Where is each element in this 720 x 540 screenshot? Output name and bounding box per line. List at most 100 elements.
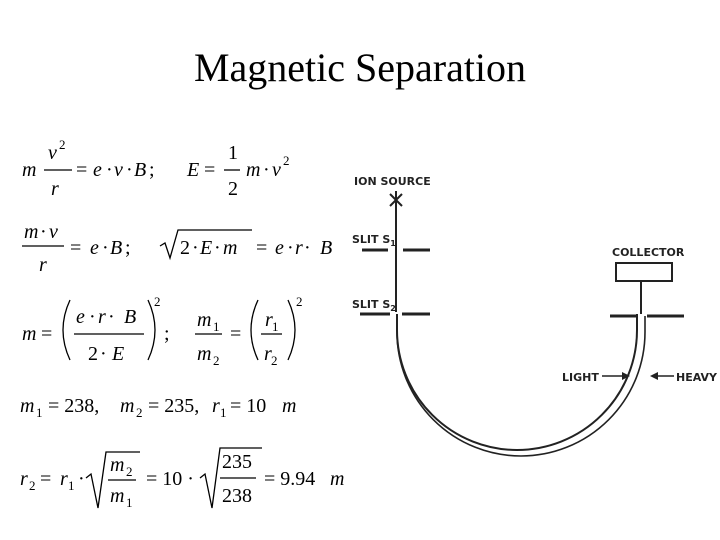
svg-text:1: 1 — [220, 405, 227, 420]
svg-text:1: 1 — [126, 495, 133, 510]
slit1-label: SLIT S1 — [352, 233, 396, 248]
svg-text:m: m — [197, 309, 211, 331]
svg-text:2: 2 — [180, 237, 190, 259]
svg-text:·: · — [102, 237, 109, 259]
svg-text:r: r — [39, 254, 47, 276]
svg-text:m: m — [282, 395, 296, 417]
svg-text:r: r — [51, 178, 59, 200]
equation-force-balance: m v 2 r = e · v · B ; E = 1 2 m · v 2 — [22, 137, 290, 200]
equation-momentum: m · v r = e · B ; 2 · E · m = e · r · B — [22, 221, 332, 276]
svg-text:·: · — [263, 159, 270, 181]
svg-text:·: · — [89, 306, 96, 328]
svg-text:= 9.94: = 9.94 — [264, 468, 315, 490]
svg-text:;: ; — [125, 237, 131, 259]
equation-values: m 1 = 238, m 2 = 235, r 1 = 10 m — [20, 395, 296, 420]
svg-text:v: v — [114, 159, 123, 181]
svg-text:=: = — [256, 237, 267, 259]
svg-text:1: 1 — [228, 142, 238, 164]
equation-result: r 2 = r 1 · m 2 m 1 = 10 · 235 238 = 9.9… — [20, 447, 344, 510]
ion-source-label: ION SOURCE — [354, 175, 431, 188]
svg-text:238: 238 — [222, 485, 252, 507]
svg-text:= 238,: = 238, — [48, 395, 99, 417]
svg-text:2: 2 — [271, 353, 278, 368]
svg-text:1: 1 — [272, 319, 279, 334]
svg-text:m: m — [120, 395, 134, 417]
heavy-ion-path — [396, 316, 646, 457]
svg-text:1: 1 — [213, 319, 220, 334]
svg-text:2: 2 — [29, 478, 36, 493]
svg-text:= 10: = 10 — [230, 395, 266, 417]
svg-text:2: 2 — [296, 294, 303, 309]
svg-text:B: B — [124, 306, 136, 328]
svg-text:·: · — [126, 159, 133, 181]
svg-text:m: m — [24, 221, 38, 243]
svg-text:·: · — [106, 159, 113, 181]
light-label: LIGHT — [562, 371, 599, 384]
svg-text:=: = — [230, 323, 241, 345]
svg-text:r: r — [60, 468, 68, 490]
svg-text:m: m — [246, 159, 260, 181]
svg-text:r: r — [20, 468, 28, 490]
svg-text:e: e — [90, 237, 99, 259]
svg-text:;: ; — [149, 159, 155, 181]
svg-text:m: m — [110, 485, 124, 507]
svg-text:1: 1 — [36, 405, 43, 420]
light-ion-path — [396, 314, 638, 451]
svg-text:m: m — [22, 159, 36, 181]
svg-text:r: r — [265, 309, 273, 331]
collector-label: COLLECTOR — [612, 246, 685, 259]
svg-text:2: 2 — [213, 353, 220, 368]
svg-text:m: m — [110, 454, 124, 476]
svg-text:=: = — [76, 159, 87, 181]
svg-text:m: m — [22, 323, 36, 345]
svg-text:·: · — [192, 237, 199, 259]
svg-text:·: · — [304, 237, 311, 259]
light-arrow-icon — [602, 372, 630, 380]
svg-text:=: = — [204, 159, 215, 181]
page-title: Magnetic Separation — [193, 45, 527, 90]
svg-text:e: e — [93, 159, 102, 181]
heavy-label: HEAVY — [676, 371, 718, 384]
svg-text:r: r — [264, 343, 272, 365]
svg-text:B: B — [110, 237, 122, 259]
slit2-label: SLIT S2 — [352, 298, 396, 313]
svg-text:v: v — [48, 142, 57, 164]
svg-text:r: r — [212, 395, 220, 417]
heavy-arrow-icon — [650, 372, 674, 380]
svg-text:·: · — [40, 221, 47, 243]
svg-text:·: · — [100, 343, 107, 365]
svg-text:2: 2 — [154, 294, 161, 309]
svg-text:B: B — [134, 159, 146, 181]
svg-text:·: · — [287, 237, 294, 259]
mass-spectrometer-diagram: ION SOURCE SLIT S1 SLIT S2 COLLECTOR LI — [352, 175, 718, 457]
svg-text:;: ; — [164, 323, 170, 345]
svg-text:= 235,: = 235, — [148, 395, 199, 417]
svg-text:e: e — [76, 306, 85, 328]
svg-text:235: 235 — [222, 451, 252, 473]
equation-mass: m = e · r · B 2 · E 2 ; m 1 m 2 = r 1 r … — [22, 294, 303, 368]
svg-text:v: v — [49, 221, 58, 243]
svg-text:E: E — [186, 159, 199, 181]
svg-text:=: = — [70, 237, 81, 259]
svg-text:2: 2 — [59, 137, 66, 152]
svg-text:·: · — [108, 306, 115, 328]
svg-text:r: r — [98, 306, 106, 328]
svg-text:= 10 ·: = 10 · — [146, 468, 194, 490]
svg-text:B: B — [320, 237, 332, 259]
svg-text:e: e — [275, 237, 284, 259]
svg-text:2: 2 — [88, 343, 98, 365]
svg-text:m: m — [330, 468, 344, 490]
svg-text:=: = — [41, 323, 52, 345]
svg-text:=: = — [40, 468, 51, 490]
svg-text:E: E — [199, 237, 212, 259]
svg-text:·: · — [214, 237, 221, 259]
svg-text:2: 2 — [283, 153, 290, 168]
svg-text:v: v — [272, 159, 281, 181]
svg-text:·: · — [78, 468, 85, 490]
collector-box — [615, 262, 673, 282]
svg-text:2: 2 — [126, 464, 133, 479]
svg-text:2: 2 — [228, 178, 238, 200]
svg-text:E: E — [111, 343, 124, 365]
svg-text:m: m — [20, 395, 34, 417]
